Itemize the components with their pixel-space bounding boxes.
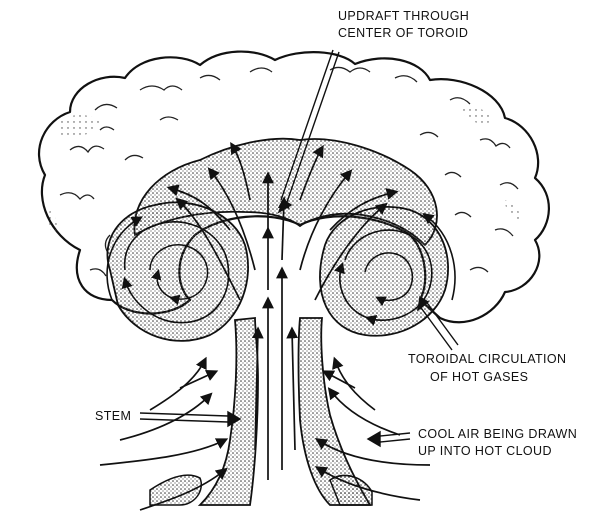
leader-lines: [139, 49, 459, 448]
inflow-arrows: [99, 356, 431, 511]
stem-label: STEM: [95, 409, 131, 423]
updraft-arrows: [166, 141, 399, 480]
stem: [149, 317, 373, 506]
cool-air-label-line1: COOL AIR BEING DRAWN: [418, 427, 577, 441]
right-vortex: [319, 206, 456, 337]
updraft-label-line1: UPDRAFT THROUGH: [338, 9, 469, 23]
updraft-label-line2: CENTER OF TOROID: [338, 26, 468, 40]
left-vortex: [106, 201, 249, 342]
toroidal-label-line2: OF HOT GASES: [430, 370, 528, 384]
cool-air-label-line2: UP INTO HOT CLOUD: [418, 444, 552, 458]
toroidal-label-line1: TOROIDAL CIRCULATION: [408, 352, 566, 366]
